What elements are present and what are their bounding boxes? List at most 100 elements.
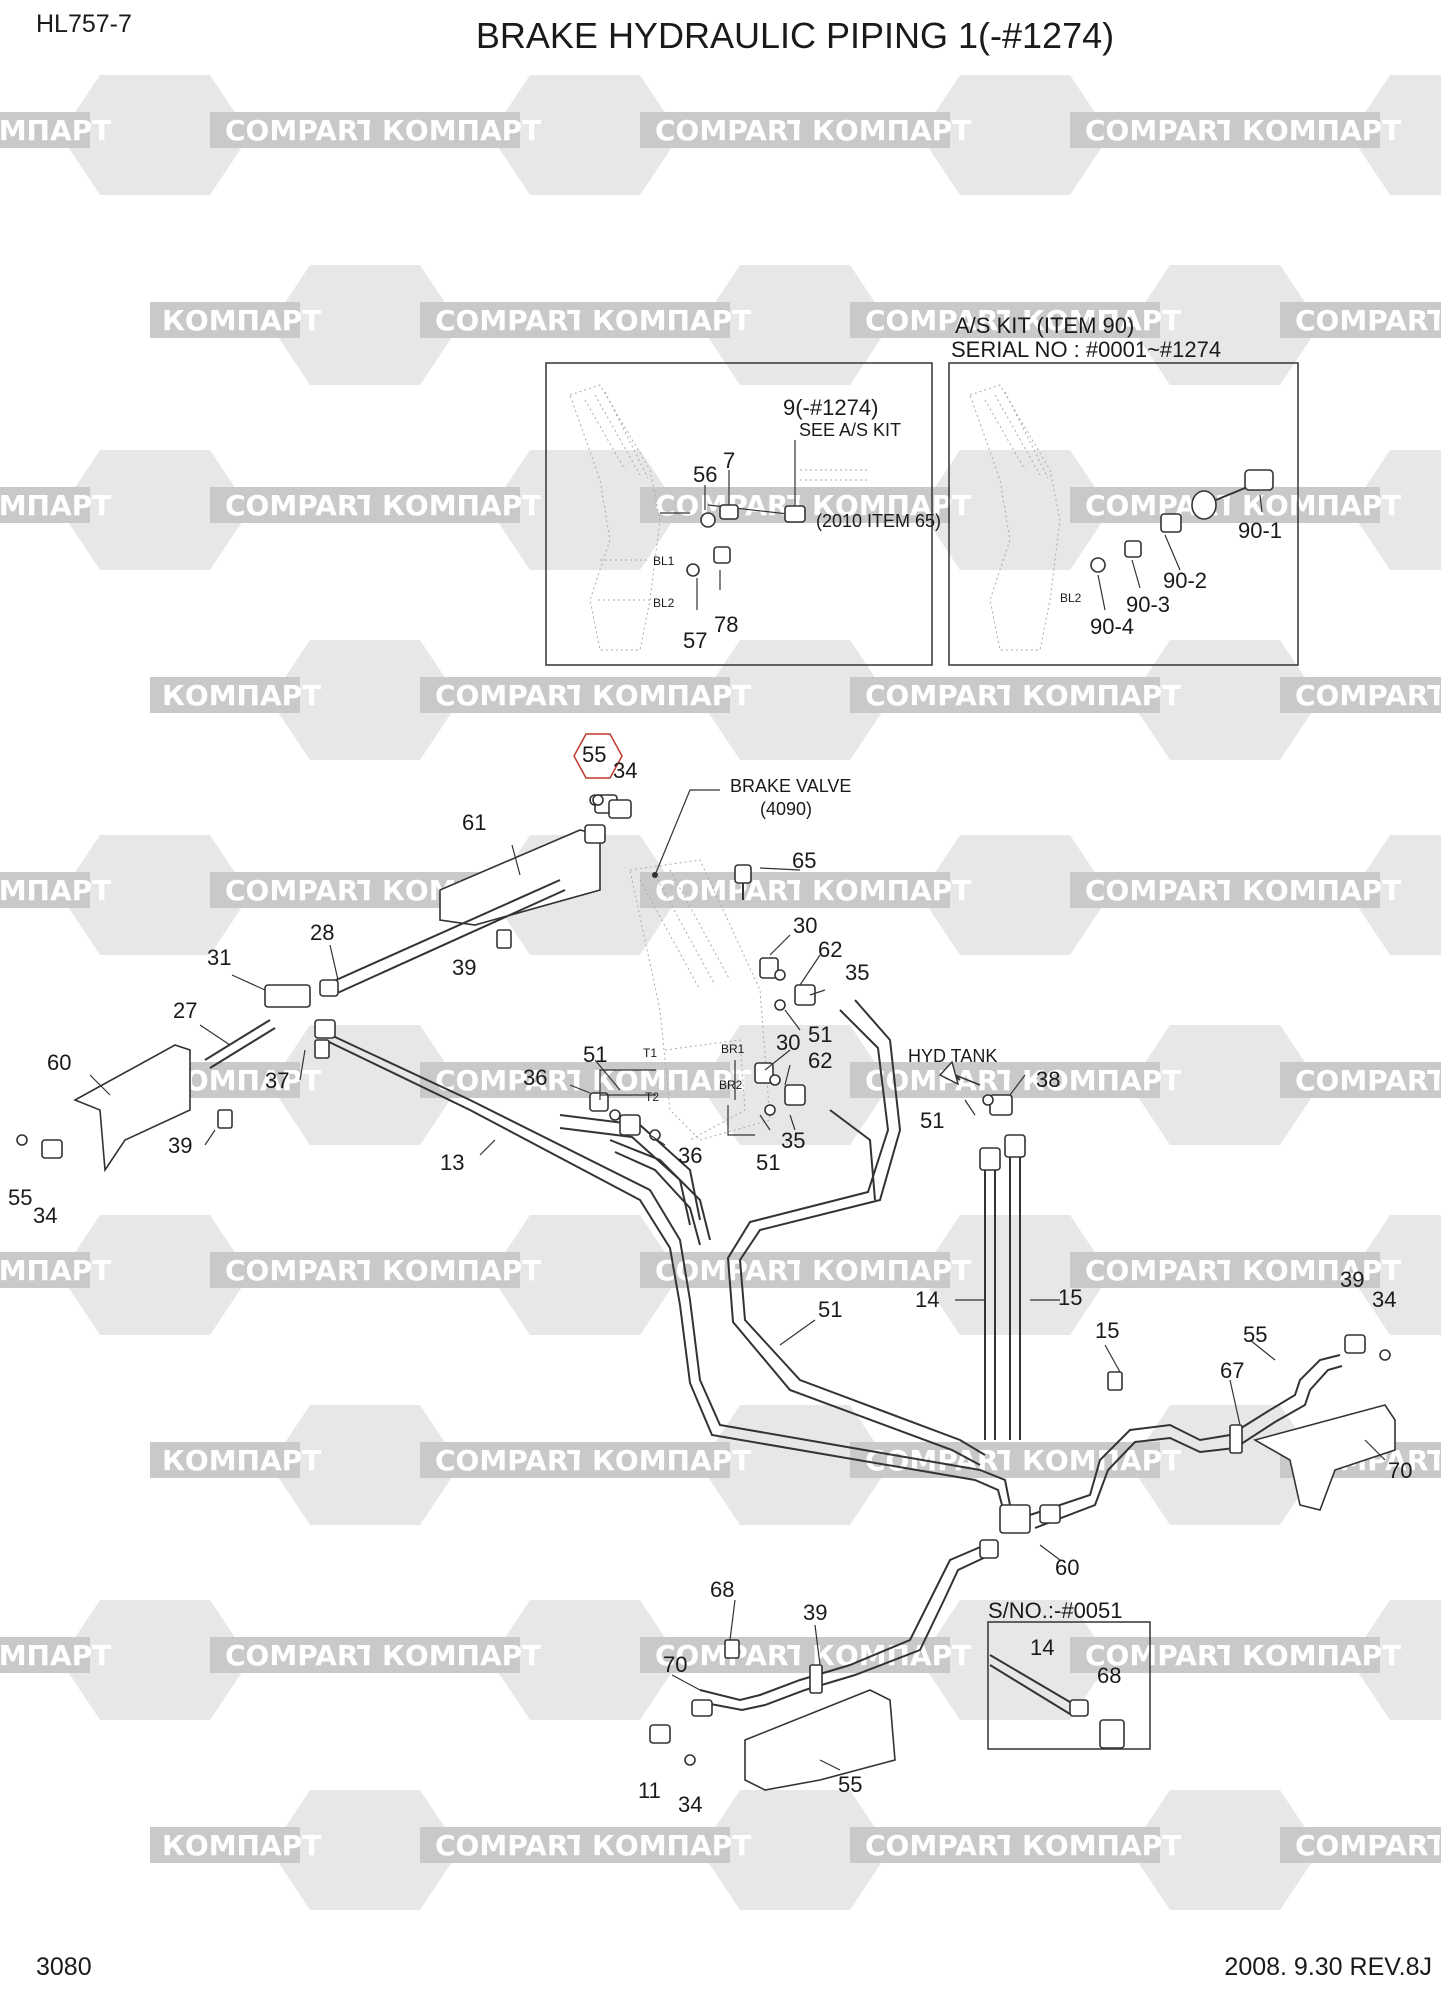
bracket-61-top: [439, 829, 601, 926]
inset-left-frame: [545, 362, 933, 666]
watermark-text-cyrillic: КОМПАРТ: [0, 874, 111, 907]
watermark-text-latin: COMPART: [435, 1064, 586, 1097]
inset-left-part-57: 57: [683, 628, 707, 653]
inset-right-part-90-4: 90-4: [1090, 614, 1134, 639]
watermark-text-cyrillic: КОМПАРТ: [1022, 1829, 1181, 1862]
part-label-55-right: 34: [1372, 1287, 1396, 1312]
part-label-51-d: 51: [920, 1108, 944, 1133]
part-label-34-bottom: 11: [638, 1778, 661, 1803]
watermark-text-cyrillic: КОМПАРТ: [812, 1639, 971, 1672]
watermark-text-latin: COMPART: [1295, 1064, 1441, 1097]
watermark-tile: КОМПАРТ COMPART: [150, 265, 586, 385]
inset-sn-title: S/NO.:-#0051: [988, 1598, 1123, 1623]
part-label-30-top: 30: [793, 913, 817, 938]
watermark-text-latin: COMPART: [435, 1829, 586, 1862]
pedal-ghost-right: [969, 384, 1061, 651]
watermark-text-latin: COMPART: [435, 304, 586, 337]
watermark-text-latin: COMPART: [1295, 1829, 1441, 1862]
part-label-39-left: 39: [168, 1133, 192, 1158]
part-label-35-top: 35: [845, 960, 869, 985]
watermark-text-latin: COMPART: [225, 489, 376, 522]
port-t1: T1: [643, 1046, 657, 1060]
watermark-text-cyrillic: КОМПАРТ: [592, 679, 751, 712]
watermark-text-cyrillic: КОМПАРТ: [382, 489, 541, 522]
watermark-text-cyrillic: КОМПАРТ: [592, 1829, 751, 1862]
brake-valve-code: (4090): [760, 799, 812, 819]
watermark-text-latin: COMPART: [225, 874, 376, 907]
brake-valve-leader: [654, 789, 720, 876]
part-label-55-top: 55: [582, 742, 606, 767]
inset-left-part-7: 7: [723, 448, 735, 473]
part-label-60-right: 70: [1388, 1458, 1412, 1483]
watermark-layer: КОМПАРТCOMPARTКОМПАРТCOMPARTКОМПАРТCOMPA…: [0, 75, 1441, 1910]
watermark-tile: КОМПАРТ COMPART: [370, 75, 806, 195]
part-label-61-top: 61: [462, 810, 486, 835]
watermark-text-cyrillic: КОМПАРТ: [1242, 1254, 1401, 1287]
watermark-text-cyrillic: КОМПАРТ: [382, 114, 541, 147]
part-label-34-top: 34: [613, 758, 637, 783]
part-label-55-left: 55: [8, 1185, 32, 1210]
part-label-36-a: 36: [523, 1065, 547, 1090]
inset-left-part-78: 78: [714, 612, 738, 637]
watermark-text-latin: COMPART: [1085, 114, 1236, 147]
part-label-68: 60: [1055, 1555, 1079, 1580]
watermark-text-latin: COMPART: [1085, 874, 1236, 907]
inset-sn-part-14: 14: [1030, 1635, 1054, 1660]
watermark-text-latin: COMPART: [655, 114, 806, 147]
inset-left-part-56: 56: [693, 462, 717, 487]
part-label-31: 31: [207, 945, 231, 970]
watermark-text-cyrillic: КОМПАРТ: [592, 1444, 751, 1477]
part-label-55-bottom: 34: [678, 1792, 702, 1817]
part-label-27: 27: [173, 998, 197, 1023]
part-label-60-left: 60: [47, 1050, 71, 1075]
watermark-tile: КОМПАРТ COMPART: [1010, 1790, 1441, 1910]
inset-right-frame: [948, 362, 1299, 666]
watermark-text-cyrillic: КОМПАРТ: [1242, 1639, 1401, 1672]
watermark-text-cyrillic: КОМПАРТ: [1022, 679, 1181, 712]
bracket-61-bottom: [744, 1689, 896, 1791]
port-br1: BR1: [721, 1042, 745, 1056]
pedal-ghost-left: [569, 384, 870, 651]
part-label-51-a: 51: [808, 1022, 832, 1047]
highlight-hexagon: [573, 733, 623, 779]
watermark-text-cyrillic: КОМПАРТ: [1242, 114, 1401, 147]
watermark-tile: КОМПАРТ COMPART: [0, 835, 376, 955]
part-label-36-b: 36: [678, 1143, 702, 1168]
part-label-15-left: 14: [915, 1287, 939, 1312]
watermark-text-cyrillic: КОМПАРТ: [1242, 489, 1401, 522]
watermark-text-cyrillic: КОМПАРТ: [812, 114, 971, 147]
watermark-text-latin: COMPART: [1085, 1639, 1236, 1672]
page-number: 3080: [36, 1953, 92, 1981]
part-label-67: 55: [1243, 1322, 1267, 1347]
watermark-text-cyrillic: КОМПАРТ: [592, 304, 751, 337]
watermark-text-cyrillic: КОМПАРТ: [0, 1639, 111, 1672]
inset-right: A/S KIT (ITEM 90) SERIAL NO : #0001~#127…: [948, 313, 1299, 666]
watermark-text-latin: COMPART: [435, 679, 586, 712]
part-label-65: 65: [792, 848, 816, 873]
main-assembly: 55 34 61 28 39 31 27 60 37 39 55 34 13 6…: [8, 733, 1412, 1817]
port-br2: BR2: [719, 1078, 743, 1092]
brake-valve-label: BRAKE VALVE: [730, 776, 851, 796]
watermark-text-latin: COMPART: [1085, 1254, 1236, 1287]
part-label-30-mid: 30: [776, 1030, 800, 1055]
part-label-62-top: 62: [818, 937, 842, 962]
watermark-text-cyrillic: КОМПАРТ: [1022, 304, 1181, 337]
inset-left-see-kit: SEE A/S KIT: [799, 420, 901, 440]
part-label-62-mid: 62: [808, 1048, 832, 1073]
inset-right-bl2: BL2: [1060, 591, 1082, 605]
watermark-text-cyrillic: КОМПАРТ: [162, 304, 321, 337]
inset-left: 56 7 57 78 9(-#1274) SEE A/S KIT (2010 I…: [545, 362, 941, 666]
part-label-34-right: 39: [1340, 1267, 1364, 1292]
